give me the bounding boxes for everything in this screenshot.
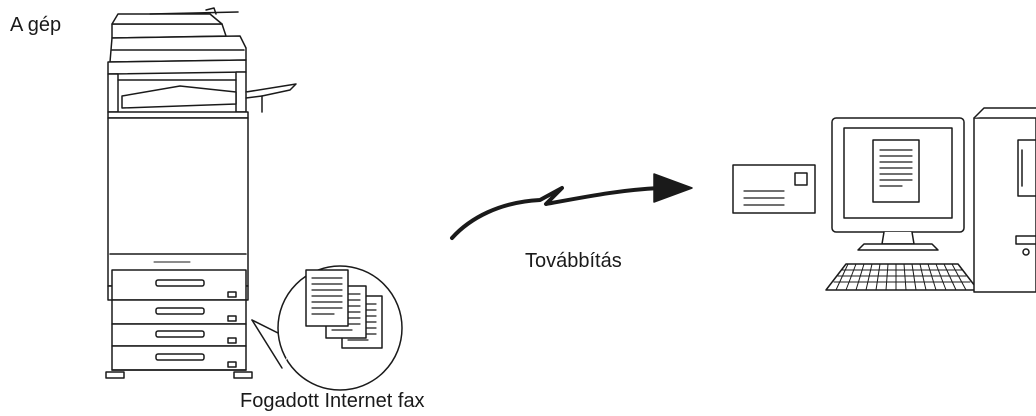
forward-arrow-icon (450, 173, 693, 240)
email-envelope-icon (732, 164, 816, 214)
received-fax-label: Fogadott Internet fax (240, 390, 425, 412)
document-stack-icon (305, 269, 383, 349)
machine-label: A gép (10, 14, 62, 36)
desktop-computer-icon (825, 107, 1036, 293)
multifunction-printer-icon (105, 7, 297, 379)
forward-label: Továbbítás (525, 250, 622, 272)
